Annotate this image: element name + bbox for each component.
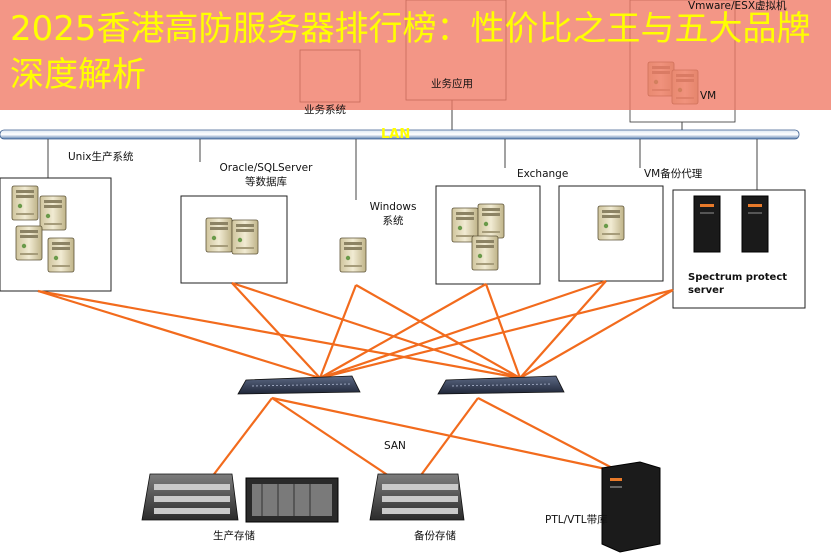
san-label: SAN bbox=[384, 440, 406, 452]
unix-host-label: Unix生产系统 bbox=[68, 151, 134, 163]
vm-proxy-label: VM备份代理 bbox=[644, 168, 703, 180]
unix-server-icon bbox=[11, 185, 39, 221]
production-disk-shelf bbox=[245, 477, 339, 523]
spectrum-server-sublabel: server bbox=[688, 285, 724, 296]
vm-proxy-server-icon bbox=[597, 205, 625, 241]
lan-bus bbox=[0, 129, 800, 140]
spectrum-rack-icon bbox=[693, 195, 769, 253]
unix-server-icon-2 bbox=[39, 195, 67, 231]
oracle-server-icon-2 bbox=[231, 219, 259, 255]
tape-library bbox=[601, 461, 661, 553]
top-middle-group-label: 业务应用 bbox=[431, 78, 473, 90]
oracle-host-sublabel: 等数据库 bbox=[245, 176, 287, 188]
san-switch-1 bbox=[237, 375, 361, 395]
page-title: 2025香港高防服务器排行榜：性价比之王与五大品牌深度解析 bbox=[10, 9, 811, 95]
unix-server-icon-4 bbox=[47, 237, 75, 273]
top-left-group-label: 业务系统 bbox=[304, 104, 346, 116]
exchange-server-icon-3 bbox=[471, 235, 499, 271]
title-banner: 2025香港高防服务器排行榜：性价比之王与五大品牌深度解析 bbox=[0, 0, 831, 110]
backup-storage-array bbox=[369, 473, 465, 521]
fiber-links bbox=[37, 279, 674, 491]
windows-host-label: Windows bbox=[369, 201, 417, 213]
oracle-host-label: Oracle/SQLServer bbox=[219, 162, 313, 174]
top-right-group-label: Vmware/ESX虚拟机 bbox=[688, 0, 787, 12]
windows-host-sublabel: 系统 bbox=[382, 215, 404, 227]
production-storage-label: 生产存储 bbox=[213, 530, 255, 542]
exchange-host-label: Exchange bbox=[517, 168, 569, 180]
oracle-server-icon bbox=[205, 217, 233, 253]
exchange-server-icon-2 bbox=[477, 203, 505, 239]
production-storage-array bbox=[141, 473, 239, 521]
unix-server-icon-3 bbox=[15, 225, 43, 261]
spectrum-server-label: Spectrum protect bbox=[688, 272, 788, 283]
windows-server-icon bbox=[339, 237, 367, 273]
tape-library-label: PTL/VTL带库 bbox=[545, 514, 608, 526]
vm-label: VM bbox=[700, 90, 717, 102]
lan-label: LAN bbox=[381, 127, 411, 142]
san-switch-2 bbox=[437, 375, 565, 395]
backup-storage-label: 备份存储 bbox=[414, 530, 456, 542]
